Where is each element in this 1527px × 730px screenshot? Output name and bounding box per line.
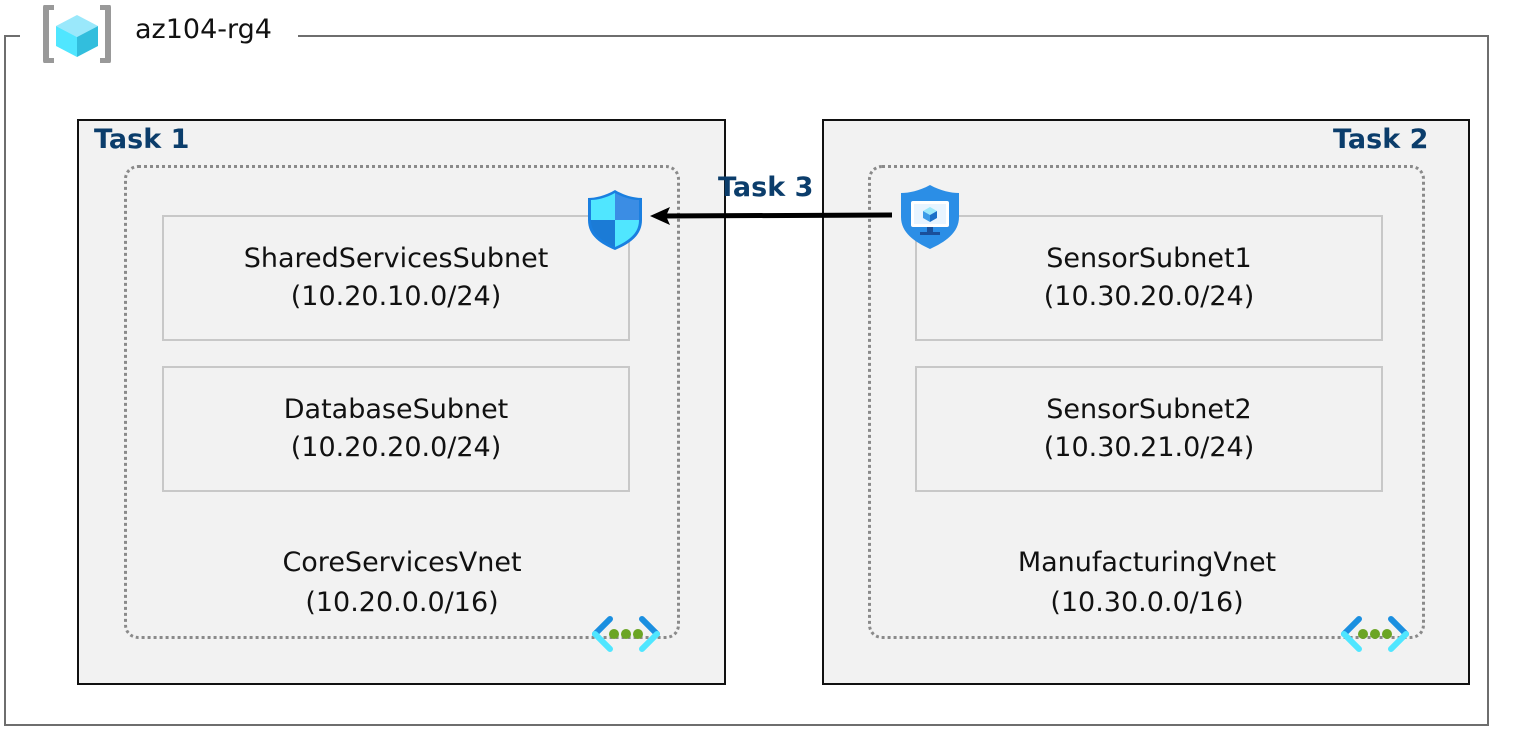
network-security-group-icon[interactable] [585,188,645,252]
vnet-cidr: (10.20.0.0/16) [305,587,499,618]
subnet-cidr: (10.20.20.0/24) [290,432,502,463]
subnet-name: SensorSubnet1 [1046,243,1252,274]
subnet-shared-services[interactable]: SharedServicesSubnet (10.20.10.0/24) [162,215,630,341]
rg-border-top [298,35,1489,37]
subnet-cidr: (10.30.20.0/24) [1043,281,1255,312]
task1-label: Task 1 [94,124,190,155]
gap [727,165,821,245]
rg-border-top [4,35,20,37]
vnet-label: ManufacturingVnet (10.30.0.0/16) [945,543,1349,623]
subnet-name: DatabaseSubnet [283,394,509,425]
application-security-group-icon[interactable] [899,183,961,251]
subnet-cidr: (10.30.21.0/24) [1043,432,1255,463]
subnet-database[interactable]: DatabaseSubnet (10.20.20.0/24) [162,366,630,492]
arrow-connector [650,207,893,225]
task2-label: Task 2 [1333,124,1429,155]
subnet-sensor1[interactable]: SensorSubnet1 (10.30.20.0/24) [915,215,1383,341]
resource-group-title: az104-rg4 [135,14,272,45]
core-services-vnet[interactable] [124,165,680,639]
vnet-name: ManufacturingVnet [1017,547,1277,578]
vnet-name: CoreServicesVnet [282,547,522,578]
manufacturing-vnet[interactable] [868,165,1425,639]
vnet-label: CoreServicesVnet (10.20.0.0/16) [200,543,604,623]
resource-group-icon [43,5,111,63]
virtual-network-icon [1341,616,1409,652]
task3-label: Task 3 [718,172,814,203]
resource-group-border [4,36,1489,726]
subnet-name: SensorSubnet2 [1046,394,1252,425]
vnet-cidr: (10.30.0.0/16) [1050,587,1244,618]
subnet-sensor2[interactable]: SensorSubnet2 (10.30.21.0/24) [915,366,1383,492]
subnet-cidr: (10.20.10.0/24) [290,281,502,312]
virtual-network-icon [592,616,660,652]
subnet-name: SharedServicesSubnet [243,243,549,274]
